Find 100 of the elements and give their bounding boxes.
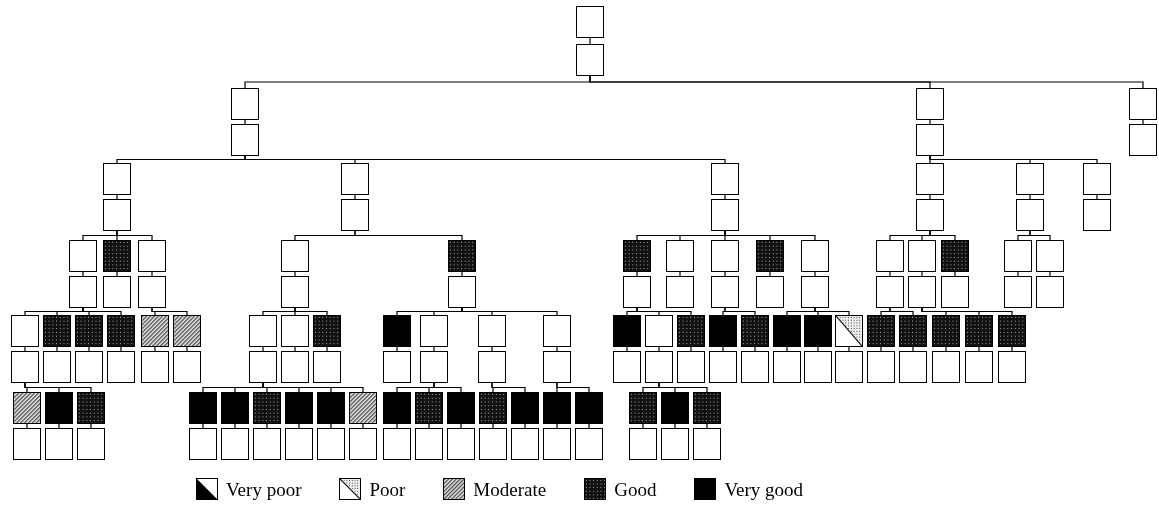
empty-square <box>231 88 259 120</box>
rated-square <box>317 392 345 424</box>
rated-square <box>45 392 73 424</box>
empty-square <box>447 428 475 460</box>
rated-square <box>932 315 960 347</box>
empty-square <box>1004 240 1032 272</box>
empty-square <box>43 351 71 383</box>
connector-line <box>88 346 90 352</box>
empty-square <box>801 240 829 272</box>
rated-square <box>613 315 641 347</box>
connector-line <box>589 75 1144 89</box>
rated-square <box>629 392 657 424</box>
connector-line <box>929 155 1098 164</box>
empty-square <box>317 428 345 460</box>
connector-line <box>326 346 328 352</box>
rated-square <box>575 392 603 424</box>
connector-line <box>889 271 891 277</box>
empty-square <box>11 351 39 383</box>
connector-line <box>120 346 122 352</box>
rated-square <box>107 315 135 347</box>
connector-line <box>1142 119 1144 125</box>
rated-square <box>677 315 705 347</box>
connector-line <box>978 346 980 352</box>
connector-line <box>294 307 328 316</box>
connector-line <box>921 307 1013 316</box>
empty-square <box>281 240 309 272</box>
rated-square <box>756 240 784 272</box>
rated-square <box>253 392 281 424</box>
connector-line <box>116 230 153 241</box>
empty-square <box>138 240 166 272</box>
connector-line <box>1049 271 1051 277</box>
rated-square <box>141 315 169 347</box>
empty-square <box>231 124 259 156</box>
rated-square <box>189 392 217 424</box>
empty-square <box>448 276 476 308</box>
empty-square <box>965 351 993 383</box>
empty-square <box>998 351 1026 383</box>
connector-line <box>56 346 58 352</box>
connector-line <box>1096 194 1098 200</box>
empty-square <box>666 240 694 272</box>
connector-line <box>814 307 850 316</box>
empty-square <box>103 163 131 195</box>
empty-square <box>383 351 411 383</box>
rated-square <box>447 392 475 424</box>
connector-line <box>186 346 188 352</box>
connector-line <box>244 119 246 125</box>
empty-square <box>1129 88 1157 120</box>
connector-line <box>298 423 300 429</box>
rated-square <box>383 392 411 424</box>
empty-square <box>69 240 97 272</box>
empty-square <box>249 351 277 383</box>
empty-square <box>69 276 97 308</box>
empty-square <box>916 199 944 231</box>
empty-square <box>103 199 131 231</box>
connector-line <box>658 382 708 393</box>
empty-square <box>341 163 369 195</box>
empty-square <box>645 315 673 347</box>
empty-square <box>908 240 936 272</box>
connector-line <box>396 423 398 429</box>
empty-square <box>613 351 641 383</box>
empty-square <box>756 276 784 308</box>
connector-line <box>433 346 435 352</box>
connector-line <box>889 307 914 316</box>
connector-line <box>234 423 236 429</box>
connector-line <box>24 346 26 352</box>
empty-square <box>281 276 309 308</box>
rated-square <box>285 392 313 424</box>
connector-line <box>90 423 92 429</box>
empty-square <box>867 351 895 383</box>
rated-square <box>349 392 377 424</box>
rated-square <box>77 392 105 424</box>
rated-square <box>173 315 201 347</box>
empty-square <box>543 315 571 347</box>
legend-label: Good <box>614 479 657 499</box>
empty-square <box>1036 276 1064 308</box>
connector-line <box>26 423 28 429</box>
connector-line <box>396 346 398 352</box>
empty-square <box>103 276 131 308</box>
empty-square <box>138 276 166 308</box>
connector-line <box>1017 271 1019 277</box>
connector-line <box>461 271 463 277</box>
empty-square <box>253 428 281 460</box>
connector-line <box>880 346 882 352</box>
rated-square <box>867 315 895 347</box>
empty-square <box>693 428 721 460</box>
empty-square <box>1016 199 1044 231</box>
legend-label: Very poor <box>226 479 302 499</box>
empty-square <box>1004 276 1032 308</box>
connector-line <box>556 346 558 352</box>
connector-line <box>921 271 923 277</box>
connector-line <box>636 271 638 277</box>
empty-square <box>75 351 103 383</box>
connector-line <box>658 346 660 352</box>
empty-square <box>876 276 904 308</box>
connector-line <box>82 271 84 277</box>
empty-square <box>478 315 506 347</box>
connector-line <box>354 194 356 200</box>
connector-line <box>294 271 296 277</box>
empty-square <box>677 351 705 383</box>
connector-line <box>954 271 956 277</box>
